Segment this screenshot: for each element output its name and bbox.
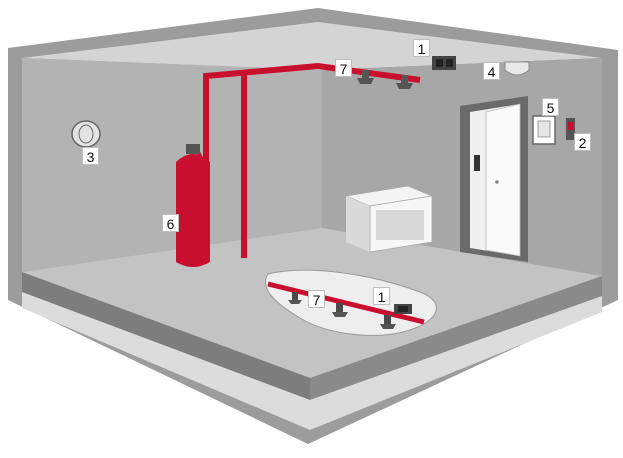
floor-pipe [267, 281, 425, 325]
floor-slab-edge-right [310, 276, 602, 400]
callout-ceiling-sensor: 4 [483, 62, 500, 80]
underfloor-void [22, 292, 602, 430]
callout-ceiling-pipe: 7 [335, 59, 352, 77]
callout-floor-detector: 1 [373, 287, 390, 305]
wall-release-button [566, 118, 575, 140]
ceiling-detector [432, 56, 456, 70]
ceiling-nozzle-right [396, 75, 413, 89]
ceiling-nozzle-left [357, 70, 374, 84]
wall-control-panel [532, 115, 556, 145]
floor-nozzle-mid [332, 303, 348, 317]
wall-alarm [71, 120, 101, 148]
callout-wall-alarm: 3 [82, 147, 99, 165]
floor-detector [394, 304, 412, 314]
callout-floor-pipe: 7 [308, 290, 325, 308]
extinguisher-cylinder [176, 144, 210, 267]
floor-nozzle-left [288, 292, 302, 304]
ceiling-sensor [504, 61, 530, 76]
callout-wall-button: 2 [574, 133, 591, 151]
door [460, 96, 528, 262]
floor-unit [344, 185, 434, 253]
callout-wall-panel: 5 [542, 98, 559, 116]
floor-nozzle-right [380, 315, 396, 329]
callout-ceiling-detector: 1 [413, 39, 430, 57]
ceiling [22, 22, 602, 70]
floor-slab-edge [22, 272, 310, 400]
callout-cylinder: 6 [162, 214, 179, 232]
